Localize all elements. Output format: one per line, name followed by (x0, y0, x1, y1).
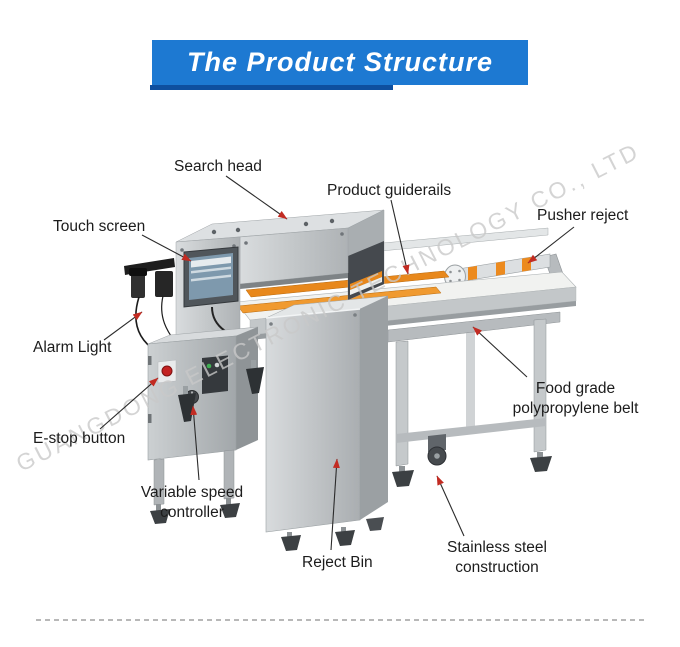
label-pusher-reject: Pusher reject (537, 207, 629, 224)
touch-screen-panel (183, 246, 255, 342)
page-title: The Product Structure (152, 40, 528, 85)
reject-bin-box (265, 295, 389, 551)
label-variable-speed-controller: Variable speed controller (140, 484, 244, 521)
label-touch-screen: Touch screen (53, 218, 146, 235)
banner-accent-bar (150, 85, 393, 90)
label-search-head: Search head (174, 158, 262, 175)
control-cabinet (147, 326, 264, 524)
e-stop-button-part (161, 365, 173, 377)
label-food-grade-belt: Food grade polypropylene belt (512, 380, 639, 417)
label-product-guiderails: Product guiderails (327, 182, 452, 199)
label-reject-bin: Reject Bin (302, 554, 373, 571)
bottom-divider (36, 619, 646, 621)
label-e-stop-button: E-stop button (33, 430, 126, 447)
label-alarm-light: Alarm Light (33, 339, 112, 356)
label-stainless-steel-construction: Stainless steel construction (447, 539, 547, 576)
